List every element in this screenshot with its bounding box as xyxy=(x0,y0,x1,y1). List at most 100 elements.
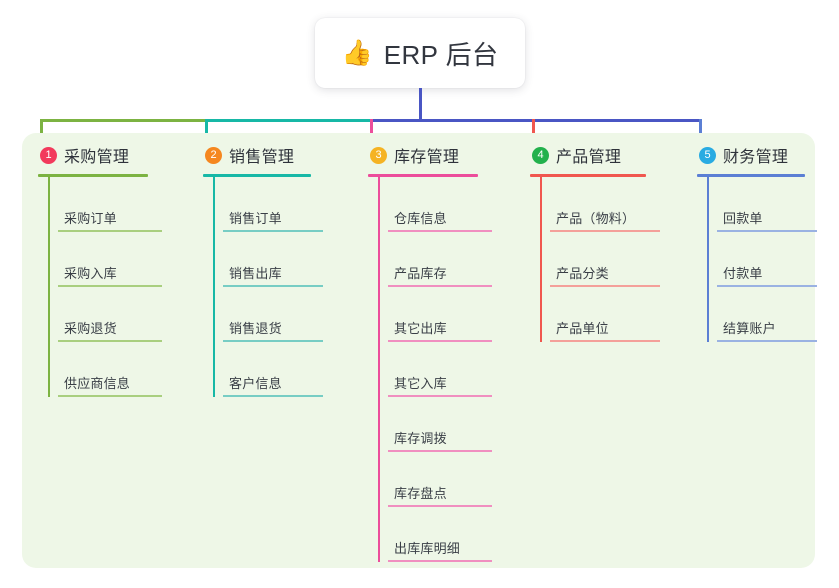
leaf-rule xyxy=(58,395,162,397)
leaf-item[interactable]: 回款单 xyxy=(707,177,817,232)
root-title: ERP 后台 xyxy=(383,39,499,70)
branch-header-rule xyxy=(203,174,311,177)
leaf-item[interactable]: 付款单 xyxy=(707,232,817,287)
leaf-label: 仓库信息 xyxy=(394,211,447,226)
leaf-item[interactable]: 采购订单 xyxy=(48,177,162,232)
leaf-label: 其它入库 xyxy=(394,376,447,391)
branch-spine xyxy=(707,177,709,342)
branch-spine xyxy=(540,177,542,342)
branch-number-badge: 4 xyxy=(532,146,549,164)
leaf-label: 销售出库 xyxy=(229,266,282,281)
branch-stem-1 xyxy=(40,119,43,145)
leaf-item[interactable]: 销售退货 xyxy=(213,287,323,342)
branch-header-rule xyxy=(368,174,478,177)
leaf-label: 回款单 xyxy=(723,211,763,226)
leaf-item[interactable]: 其它入库 xyxy=(378,342,492,397)
branch-column-3: 3 库存管理仓库信息产品库存其它出库其它入库库存调拨库存盘点出库库明细 xyxy=(368,143,492,562)
leaf-item[interactable]: 出库库明细 xyxy=(378,507,492,562)
branch-spine xyxy=(213,177,215,397)
leaf-rule xyxy=(550,340,660,342)
branch-header-库存管理[interactable]: 3 库存管理 xyxy=(368,143,478,167)
leaf-label: 销售退货 xyxy=(229,321,282,336)
branch-title: 库存管理 xyxy=(394,149,460,166)
leaf-rule xyxy=(388,560,492,562)
leaf-rule xyxy=(388,230,492,232)
leaf-label: 结算账户 xyxy=(723,321,776,336)
bus-segment-1 xyxy=(40,119,208,122)
branch-number-badge: 2 xyxy=(205,146,222,164)
leaf-rule xyxy=(388,450,492,452)
branch-children: 回款单付款单结算账户 xyxy=(697,177,817,342)
leaf-label: 产品库存 xyxy=(394,266,447,281)
leaf-label: 其它出库 xyxy=(394,321,447,336)
bus-segment-3 xyxy=(370,119,702,122)
branch-stem-2 xyxy=(205,119,208,145)
branch-header-rule xyxy=(38,174,148,177)
leaf-label: 库存调拨 xyxy=(394,431,447,446)
leaf-item[interactable]: 客户信息 xyxy=(213,342,323,397)
branch-stem-3 xyxy=(370,119,373,145)
branch-header-销售管理[interactable]: 2 销售管理 xyxy=(203,143,311,167)
leaf-rule xyxy=(717,285,817,287)
leaf-rule xyxy=(58,285,162,287)
branches-panel xyxy=(22,133,815,568)
branch-spine xyxy=(48,177,50,397)
leaf-item[interactable]: 采购退货 xyxy=(48,287,162,342)
bus-segment-2 xyxy=(205,119,373,122)
branch-number-badge: 1 xyxy=(40,146,57,164)
leaf-item[interactable]: 结算账户 xyxy=(707,287,817,342)
leaf-label: 库存盘点 xyxy=(394,486,447,501)
leaf-label: 付款单 xyxy=(723,266,763,281)
branch-children: 仓库信息产品库存其它出库其它入库库存调拨库存盘点出库库明细 xyxy=(368,177,492,562)
leaf-rule xyxy=(388,395,492,397)
leaf-item[interactable]: 产品（物料） xyxy=(540,177,660,232)
leaf-label: 销售订单 xyxy=(229,211,282,226)
leaf-rule xyxy=(223,230,323,232)
trunk-line xyxy=(419,88,422,122)
leaf-label: 产品（物料） xyxy=(556,211,636,226)
leaf-label: 采购入库 xyxy=(64,266,117,281)
leaf-rule xyxy=(550,230,660,232)
leaf-item[interactable]: 产品单位 xyxy=(540,287,660,342)
leaf-item[interactable]: 库存调拨 xyxy=(378,397,492,452)
leaf-rule xyxy=(223,285,323,287)
branch-column-2: 2 销售管理销售订单销售出库销售退货客户信息 xyxy=(203,143,323,397)
leaf-item[interactable]: 仓库信息 xyxy=(378,177,492,232)
leaf-rule xyxy=(388,285,492,287)
leaf-rule xyxy=(58,340,162,342)
branch-title: 财务管理 xyxy=(723,149,789,166)
leaf-label: 产品单位 xyxy=(556,321,609,336)
leaf-rule xyxy=(223,340,323,342)
branch-title: 销售管理 xyxy=(229,149,295,166)
branch-stem-4 xyxy=(532,119,535,145)
leaf-rule xyxy=(717,340,817,342)
branch-children: 销售订单销售出库销售退货客户信息 xyxy=(203,177,323,397)
leaf-item[interactable]: 其它出库 xyxy=(378,287,492,342)
leaf-item[interactable]: 销售订单 xyxy=(213,177,323,232)
leaf-label: 客户信息 xyxy=(229,376,282,391)
leaf-item[interactable]: 供应商信息 xyxy=(48,342,162,397)
leaf-label: 采购订单 xyxy=(64,211,117,226)
leaf-label: 采购退货 xyxy=(64,321,117,336)
root-node[interactable]: 👍 ERP 后台 xyxy=(315,18,525,88)
leaf-rule xyxy=(223,395,323,397)
leaf-item[interactable]: 产品分类 xyxy=(540,232,660,287)
branch-children: 产品（物料） 产品分类产品单位 xyxy=(530,177,660,342)
leaf-label: 产品分类 xyxy=(556,266,609,281)
leaf-item[interactable]: 库存盘点 xyxy=(378,452,492,507)
leaf-item[interactable]: 销售出库 xyxy=(213,232,323,287)
branch-number-badge: 3 xyxy=(370,146,387,164)
branch-spine xyxy=(378,177,380,562)
leaf-rule xyxy=(388,505,492,507)
leaf-item[interactable]: 产品库存 xyxy=(378,232,492,287)
thumbs-up-icon: 👍 xyxy=(341,38,373,67)
leaf-item[interactable]: 采购入库 xyxy=(48,232,162,287)
leaf-rule xyxy=(388,340,492,342)
